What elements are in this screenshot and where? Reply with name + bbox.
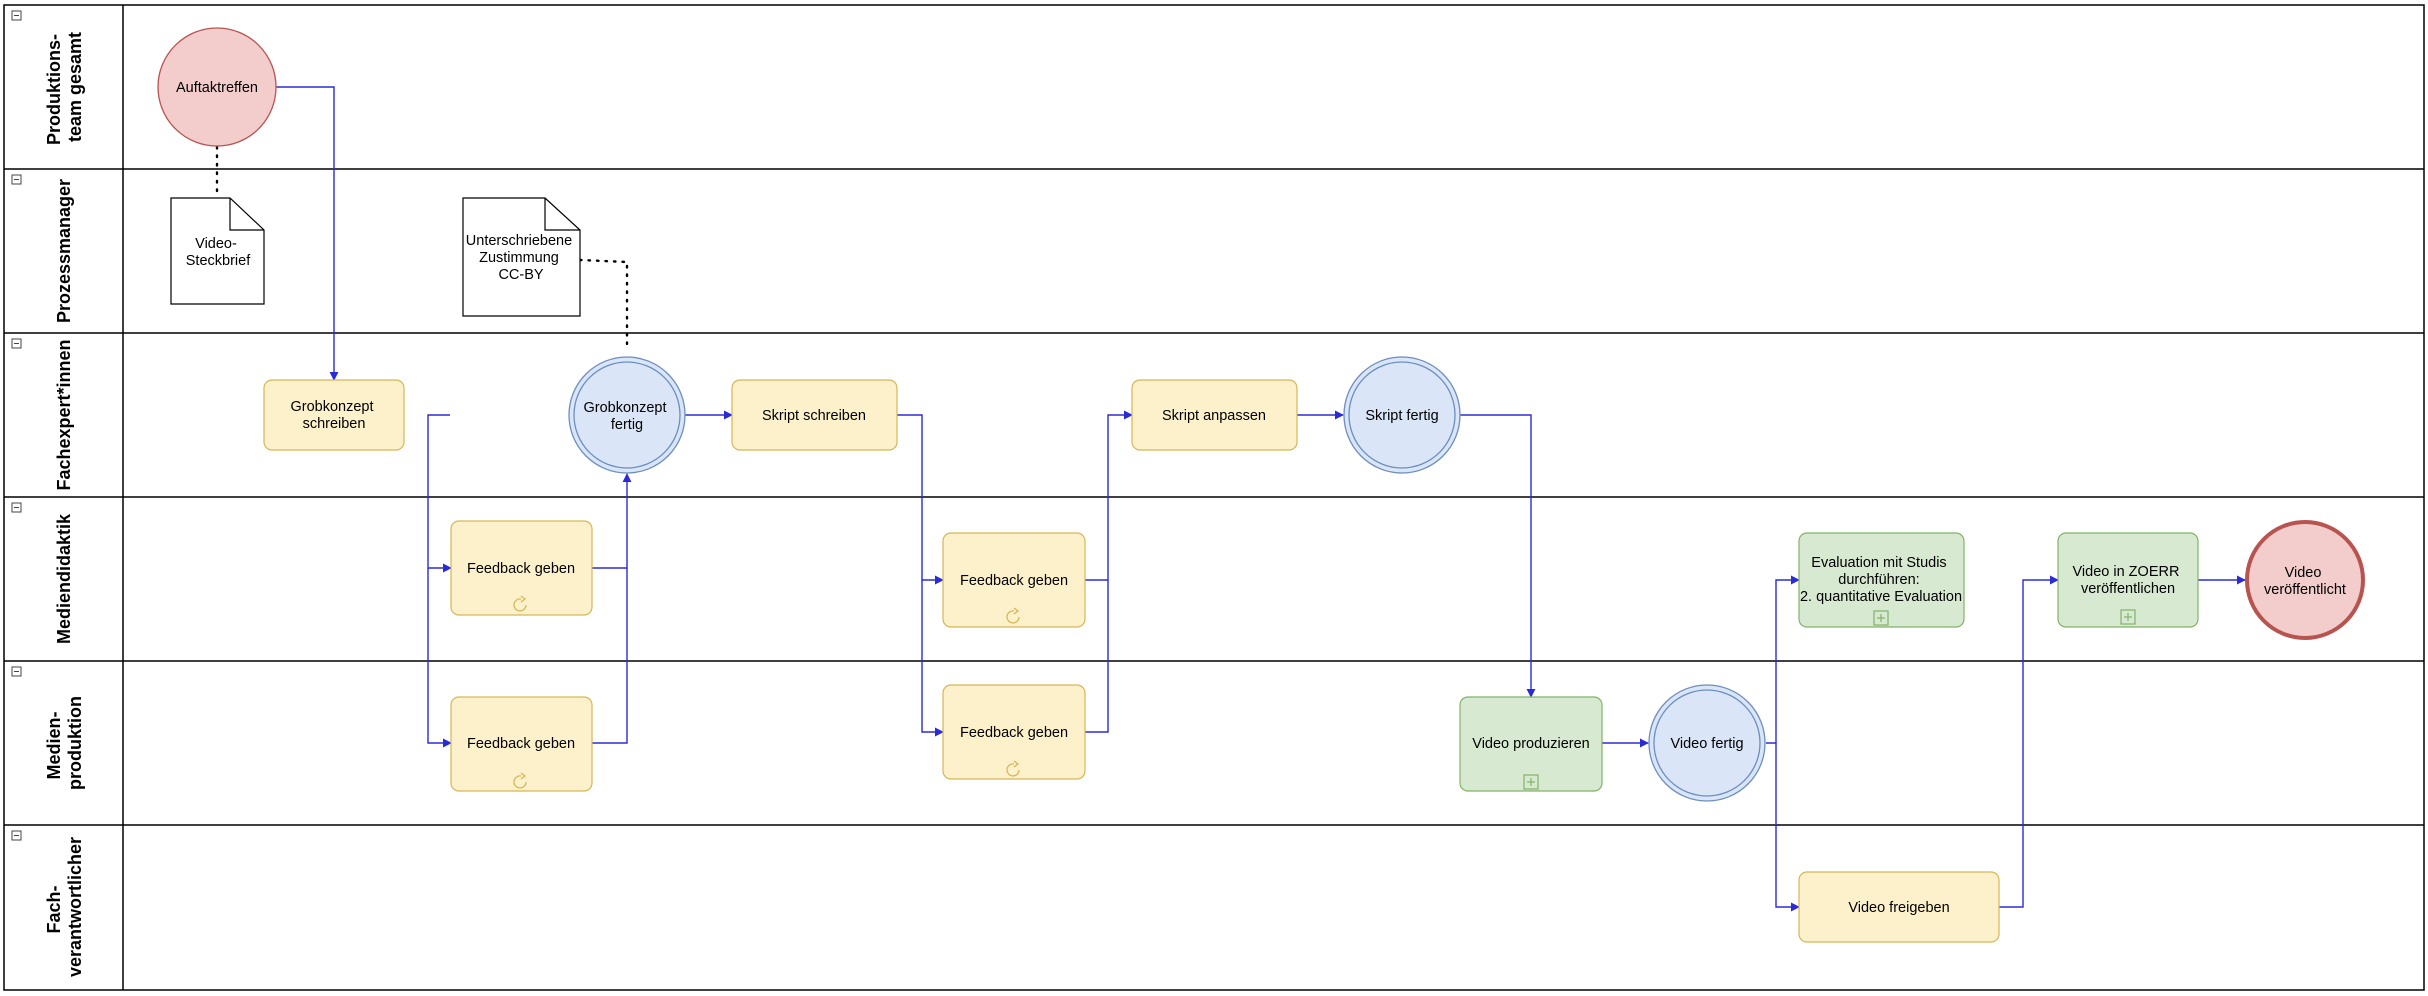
sequence-flows: [276, 86, 2246, 912]
task-feedback-geben-4[interactable]: Feedback geben: [942, 684, 1086, 780]
svg-text:Video in ZOERR veröffent: Video in ZOERR veröffentlichen: [2073, 564, 2184, 597]
end-event-video-veroeffentlicht[interactable]: Video veröffentlicht: [2245, 520, 2365, 640]
svg-text:Feedback geben: Feedback geben: [467, 736, 575, 752]
svg-text:Feedback geben: Feedback geben: [467, 561, 575, 577]
svg-text:Unterschriebene Zustimmu: Unterschriebene Zustimmung CC-BY: [466, 233, 576, 283]
svg-text:Video- Steckbrief: Video- Steckbrief: [186, 236, 251, 269]
subprocess-expand-icon: [2120, 609, 2136, 625]
event-video-fertig[interactable]: Video fertig: [1648, 684, 1766, 802]
task-feedback-geben-1[interactable]: Feedback geben: [450, 520, 593, 616]
task-feedback-geben-3[interactable]: Feedback geben: [942, 532, 1086, 628]
loop-icon: [1006, 607, 1020, 624]
lane-label-fachverantwortlicher: Fach- verantwortlicher: [44, 837, 85, 977]
lane-dividers: [4, 168, 2424, 826]
subprocess-expand-icon: [1523, 774, 1539, 790]
svg-text:Video fertig: Video fertig: [1670, 736, 1743, 752]
svg-text:Auftaktreffen: Auftaktreffen: [176, 80, 258, 96]
svg-text:Video freigeben: Video freigeben: [1848, 900, 1949, 916]
svg-text:Evaluation mit Studis du: Evaluation mit Studis durchführen: 2. qu…: [1800, 555, 1962, 605]
svg-text:Video veröffentlicht: Video veröffentlicht: [2264, 565, 2346, 598]
task-feedback-geben-2[interactable]: Feedback geben: [450, 696, 593, 792]
collapse-icon: [11, 338, 22, 349]
svg-text:Video produzieren: Video produzieren: [1472, 736, 1589, 752]
lane-label-produktionsteam: Produktions- team gesamt: [44, 29, 85, 145]
svg-text:Skript fertig: Skript fertig: [1365, 408, 1438, 424]
document-video-steckbrief[interactable]: Video- Steckbrief: [170, 197, 265, 305]
loop-icon: [1006, 760, 1020, 777]
collapse-icon: [11, 174, 22, 185]
subprocess-expand-icon: [1873, 610, 1889, 626]
task-grobkonzept-schreiben[interactable]: Grobkonzept schreiben: [263, 379, 405, 451]
subprocess-evaluation-mit-studis[interactable]: Evaluation mit Studis durchführen: 2. qu…: [1798, 532, 1965, 628]
association-zustimmung-grobkonzept: [578, 258, 629, 352]
lane-label-medienproduktion: Medien- produktion: [44, 696, 85, 790]
loop-icon: [513, 772, 527, 789]
svg-text:Feedback geben: Feedback geben: [960, 725, 1068, 741]
subprocess-video-in-zoerr[interactable]: Video in ZOERR veröffentlichen: [2057, 532, 2199, 628]
start-event-auftaktreffen[interactable]: Auftaktreffen: [157, 27, 277, 147]
collapse-icon: [11, 502, 22, 513]
svg-text:Grobkonzept fertig: Grobkonzept fertig: [583, 400, 670, 433]
lane-collapse-toggles[interactable]: [11, 10, 22, 841]
document-zustimmung-cc-by[interactable]: Unterschriebene Zustimmung CC-BY: [462, 197, 581, 317]
subprocess-video-produzieren[interactable]: Video produzieren: [1459, 696, 1603, 792]
svg-text:Skript schreiben: Skript schreiben: [762, 408, 866, 424]
svg-text:Grobkonzept schreiben: Grobkonzept schreiben: [290, 399, 377, 432]
collapse-icon: [11, 10, 22, 21]
svg-text:Skript anpassen: Skript anpassen: [1162, 408, 1266, 424]
lane-label-prozessmanager: Prozessmanager: [54, 179, 74, 323]
collapse-icon: [11, 666, 22, 677]
svg-text:Feedback geben: Feedback geben: [960, 573, 1068, 589]
task-skript-anpassen[interactable]: Skript anpassen: [1131, 379, 1298, 451]
task-skript-schreiben[interactable]: Skript schreiben: [731, 379, 898, 451]
collapse-icon: [11, 830, 22, 841]
task-video-freigeben[interactable]: Video freigeben: [1798, 871, 2000, 943]
lane-label-mediendidaktik: Mediendidaktik: [54, 513, 74, 644]
event-grobkonzept-fertig[interactable]: Grobkonzept fertig: [568, 356, 686, 474]
lane-label-fachexpertinnen: Fachexpert*innen: [54, 339, 74, 490]
event-skript-fertig[interactable]: Skript fertig: [1343, 356, 1461, 474]
loop-icon: [513, 595, 527, 612]
